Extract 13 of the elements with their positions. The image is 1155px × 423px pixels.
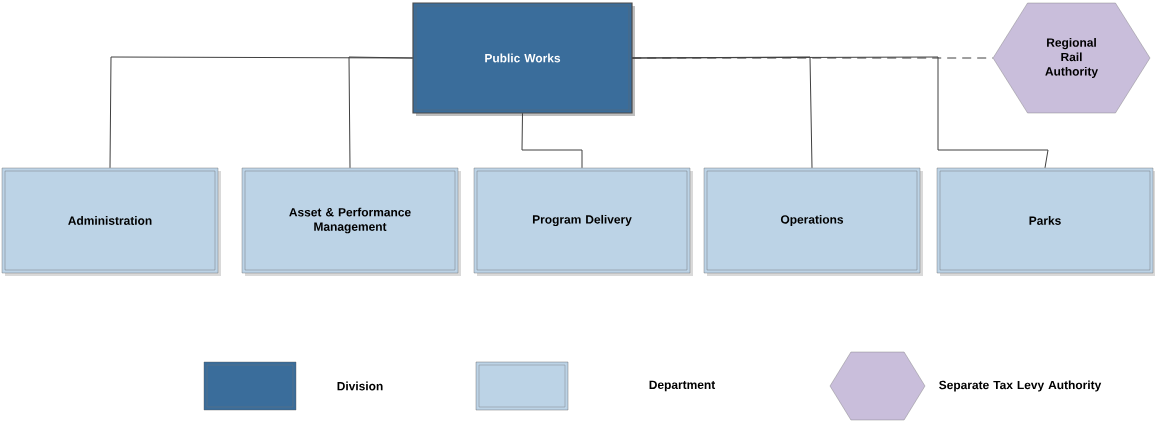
- department-box: Program Delivery: [473, 167, 693, 276]
- department-box: Administration: [1, 167, 221, 276]
- department-box: Asset & Performance Management: [241, 167, 461, 276]
- connector-line: [631, 57, 994, 59]
- legend-label: Division: [337, 381, 383, 391]
- connector-line: [348, 56, 414, 169]
- department-box: Parks: [936, 167, 1155, 276]
- department-box: Operations: [703, 167, 923, 276]
- authority-hexagon: Regional Rail Authority: [992, 2, 1151, 114]
- connector-line: [521, 112, 583, 169]
- division-box: Public Works: [412, 2, 635, 116]
- legend-label: Separate Tax Levy Authority: [939, 380, 1102, 392]
- legend-label: Department: [649, 380, 716, 392]
